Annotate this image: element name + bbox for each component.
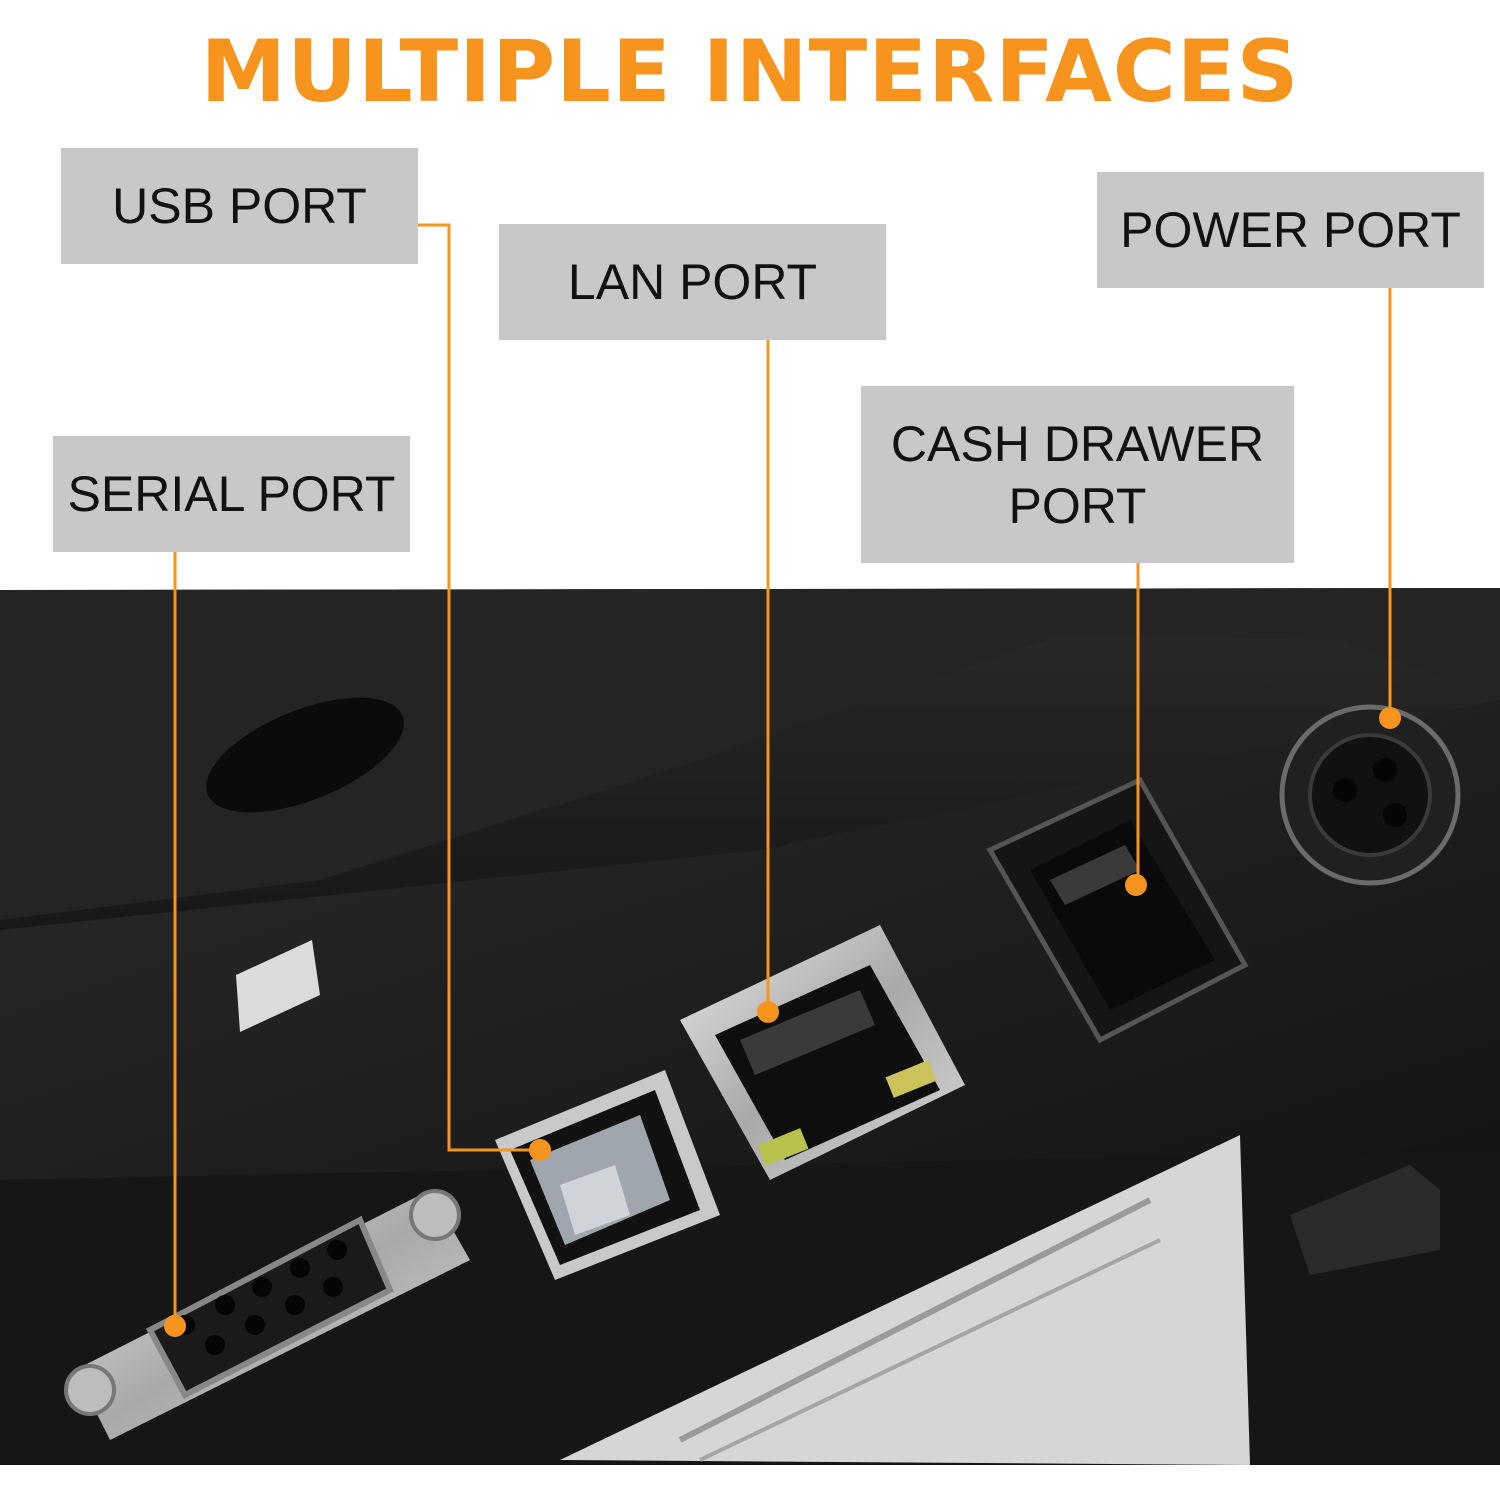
rubber-foot	[1290, 1165, 1440, 1275]
page-title: MULTIPLE INTERFACES	[200, 22, 1300, 122]
lan-port-label: LAN PORT	[499, 224, 886, 340]
usb-leader-line	[418, 223, 540, 1152]
serial-db9-connector	[64, 1189, 470, 1440]
certification-sticker	[236, 940, 320, 1032]
lan-pointer-dot	[757, 1001, 779, 1023]
serial-pointer-dot	[164, 1315, 186, 1337]
cash-drawer-pointer-dot	[1125, 874, 1147, 896]
rating-label	[560, 1135, 1250, 1465]
power-port-label: POWER PORT	[1097, 172, 1484, 288]
usb-pointer-dot	[529, 1139, 551, 1161]
usb-port-label: USB PORT	[61, 148, 418, 264]
cash-drawer-rj11-connector	[986, 776, 1249, 1044]
usb-b-connector	[495, 1070, 720, 1280]
power-pointer-dot	[1379, 707, 1401, 729]
power-din-connector	[1279, 704, 1461, 886]
serial-port-label: SERIAL PORT	[53, 436, 410, 552]
cash-drawer-port-label: CASH DRAWER PORT	[861, 386, 1294, 563]
